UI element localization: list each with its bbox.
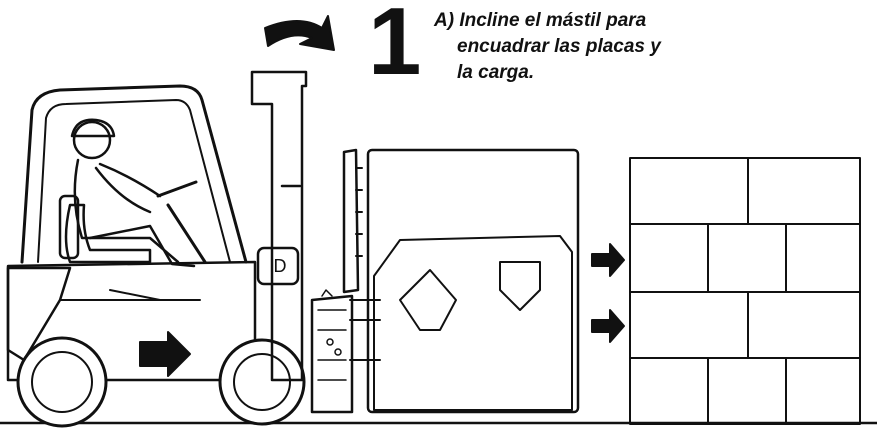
svg-text:D: D [274, 256, 287, 276]
clamp-attachment [310, 148, 363, 414]
push-arrow-icon [591, 309, 625, 343]
forward-arrow-icon [139, 331, 191, 377]
instruction-line: A) Incline el mástil para [434, 10, 647, 31]
front-wheel [218, 338, 306, 426]
instruction-text: A) Incline el mástil para encuadrar las … [434, 8, 734, 86]
clamped-load [349, 148, 580, 414]
mast: D [250, 70, 308, 382]
operator-figure [70, 118, 196, 268]
tilt-arrow-icon [264, 15, 335, 51]
instruction-line: encuadrar las placas y [457, 36, 661, 57]
step-number: 1 [368, 0, 421, 95]
rear-wheel [16, 336, 108, 428]
push-arrow-icon [591, 243, 625, 277]
box-stack [629, 157, 861, 425]
forklift [6, 84, 306, 428]
instruction-line: la carga. [457, 62, 535, 83]
